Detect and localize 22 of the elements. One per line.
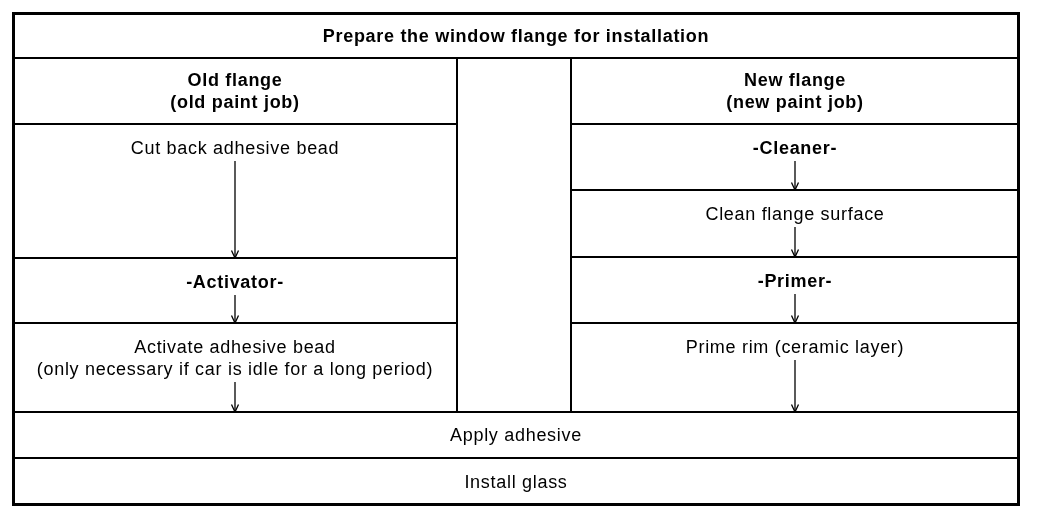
column-subheading: (old paint job) (170, 91, 300, 113)
product-label: -Primer- (757, 270, 833, 292)
arrow (790, 160, 800, 191)
arrow (230, 160, 240, 259)
step-text: Prime rim (ceramic layer) (685, 336, 905, 358)
table-title: Prepare the window flange for installation (322, 24, 710, 47)
arrow (790, 226, 800, 258)
column-heading: New flange (744, 69, 846, 91)
arrow (230, 381, 240, 413)
step-text: Cut back adhesive bead (130, 137, 340, 159)
product-label: -Activator- (186, 271, 284, 293)
step-text: Apply adhesive (450, 424, 582, 446)
step-text: Install glass (464, 470, 568, 493)
arrow (790, 293, 800, 324)
step-note: (only necessary if car is idle for a long period) (36, 358, 434, 380)
arrow (790, 359, 800, 413)
column-heading: Old flange (187, 69, 283, 91)
arrow (230, 294, 240, 324)
product-label: -Cleaner- (752, 137, 838, 159)
column-subheading: (new paint job) (726, 91, 864, 113)
step-text: Activate adhesive bead (134, 336, 336, 358)
step-text: Clean flange surface (705, 203, 885, 225)
